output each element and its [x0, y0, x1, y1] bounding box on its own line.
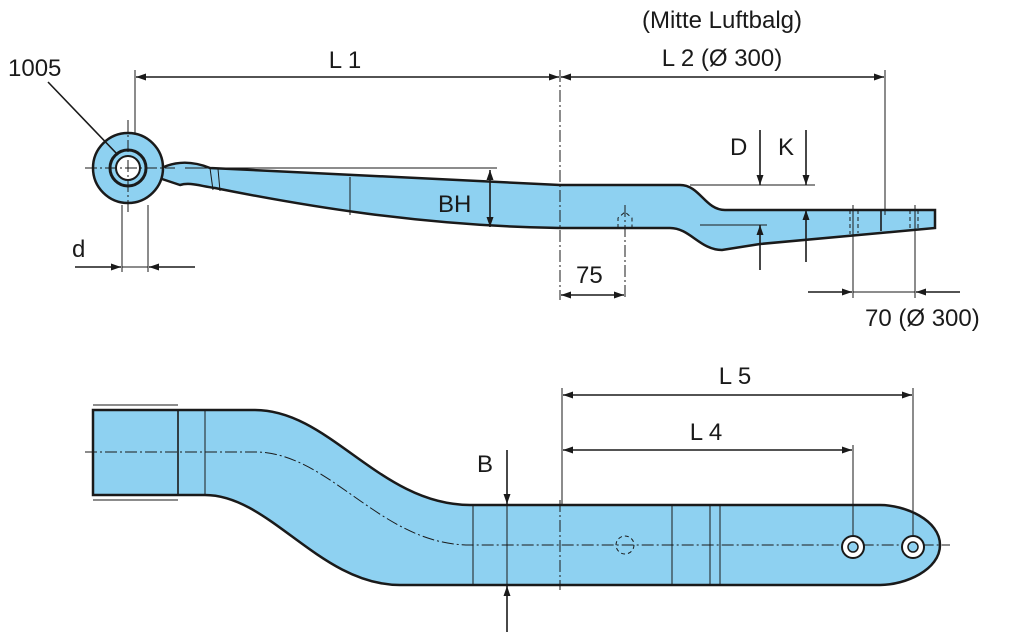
bh-label: BH	[438, 191, 471, 218]
b-label: B	[477, 451, 493, 478]
l4-label: L 4	[690, 419, 722, 446]
spring-leaf-side	[147, 161, 937, 252]
side-view	[85, 70, 937, 300]
dim-75-label: 75	[576, 262, 603, 289]
k-label: K	[778, 134, 794, 161]
l2-label: L 2 (Ø 300)	[662, 45, 783, 72]
center-bolt-hole	[615, 535, 635, 555]
l1-label: L 1	[329, 47, 361, 74]
side-dimensions: L 1 (Mitte Luftbalg) L 2 (Ø 300) 1005 BH…	[8, 7, 980, 332]
l5-label: L 5	[719, 363, 751, 390]
dim-70-label: 70 (Ø 300)	[865, 305, 980, 332]
l2-note-label: (Mitte Luftbalg)	[642, 7, 802, 34]
top-view	[85, 404, 950, 590]
d-upper-label: D	[730, 134, 747, 161]
eye-ref-label: 1005	[8, 55, 61, 82]
spring-leaf-top	[91, 408, 942, 587]
d-lower-label: d	[72, 236, 85, 263]
top-dimensions: L 5 L 4 B	[477, 363, 914, 632]
